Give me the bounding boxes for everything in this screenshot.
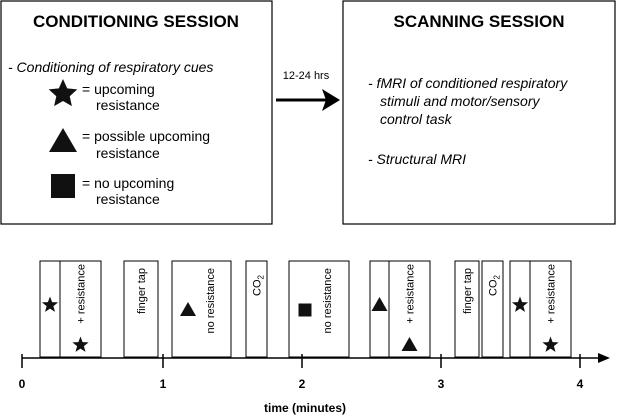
block-frame xyxy=(288,260,350,358)
block-frame xyxy=(481,260,504,358)
tick-label: 4 xyxy=(577,377,584,391)
star-icon xyxy=(542,336,559,352)
block-label: finger tap xyxy=(136,268,148,314)
arrow-label: 12-24 hrs xyxy=(283,70,330,82)
axis-label: time (minutes) xyxy=(264,401,346,415)
scanning-title: SCANNING SESSION xyxy=(394,12,565,31)
timeline-block-co2-1: CO2 xyxy=(245,260,268,358)
block-frame xyxy=(39,260,61,358)
tick-label: 1 xyxy=(160,377,167,391)
triangle-icon xyxy=(180,302,196,316)
block-label: CO2 xyxy=(252,274,266,296)
square-icon xyxy=(298,303,312,317)
tick-label: 3 xyxy=(438,377,445,391)
block-frame xyxy=(123,260,159,358)
legend-star-line1: = upcoming xyxy=(82,81,155,97)
timeline-block-resistance-2: + resistance xyxy=(388,260,431,358)
block-frame xyxy=(171,260,232,358)
arrow-right-icon xyxy=(322,89,340,111)
block-label: no resistance xyxy=(205,268,217,333)
scanning-item1-line2: stimuli and motor/sensory xyxy=(380,93,541,109)
star-icon xyxy=(72,336,89,352)
scanning-session-box xyxy=(342,0,616,225)
axis-ticks: 0 1 2 3 4 xyxy=(19,354,584,391)
block-frame xyxy=(509,260,531,358)
scanning-item1-line1: - fMRI of conditioned respiratory xyxy=(368,75,568,91)
conditioning-session-box xyxy=(0,0,273,225)
block-frame xyxy=(454,260,480,358)
tick-label: 2 xyxy=(299,377,306,391)
block-frame xyxy=(529,260,572,358)
axis-arrow-icon xyxy=(598,353,610,363)
legend-star-line2: resistance xyxy=(96,97,160,113)
block-frame xyxy=(245,260,268,358)
conditioning-title: CONDITIONING SESSION xyxy=(33,12,239,31)
timeline-block-resistance-3: + resistance xyxy=(529,260,572,358)
triangle-icon xyxy=(401,337,418,351)
legend-triangle-line1: = possible upcoming xyxy=(82,128,210,144)
block-label: + resistance xyxy=(546,264,558,324)
scanning-item1-line3: control task xyxy=(380,111,453,127)
timeline-block-resistance-1: + resistance xyxy=(59,260,102,358)
star-icon xyxy=(511,296,529,312)
legend-square-line2: resistance xyxy=(96,191,160,207)
timeline-block-cue-star-2 xyxy=(509,260,531,358)
legend-square-line1: = no upcoming xyxy=(82,175,174,191)
star-icon xyxy=(41,296,59,312)
block-label: + resistance xyxy=(405,264,417,324)
triangle-icon xyxy=(49,128,77,152)
timeline-block-co2-2: CO2 xyxy=(481,260,504,358)
tick-label: 0 xyxy=(19,377,26,391)
scanning-item2: - Structural MRI xyxy=(368,151,466,167)
conditioning-subtitle: - Conditioning of respiratory cues xyxy=(8,59,213,75)
block-label: finger tap xyxy=(462,268,474,314)
block-label: CO2 xyxy=(488,274,502,296)
timeline-block-finger-tap-2: finger tap xyxy=(454,260,480,358)
timeline-block-cue-star-1 xyxy=(39,260,61,358)
square-icon xyxy=(51,174,75,198)
timeline-block-no-resistance-2: no resistance xyxy=(288,260,350,358)
star-icon xyxy=(48,79,78,107)
block-label: + resistance xyxy=(76,264,88,324)
timeline-block-finger-tap-1: finger tap xyxy=(123,260,159,358)
timeline-block-no-resistance-1: no resistance xyxy=(171,260,232,358)
timeline-block-cue-triangle-1 xyxy=(369,260,390,358)
timeline-blocks: + resistance finger tap no resistance CO2 no… xyxy=(39,260,572,358)
block-label: no resistance xyxy=(322,268,334,333)
triangle-icon xyxy=(371,297,388,311)
legend-triangle-line2: resistance xyxy=(96,145,160,161)
